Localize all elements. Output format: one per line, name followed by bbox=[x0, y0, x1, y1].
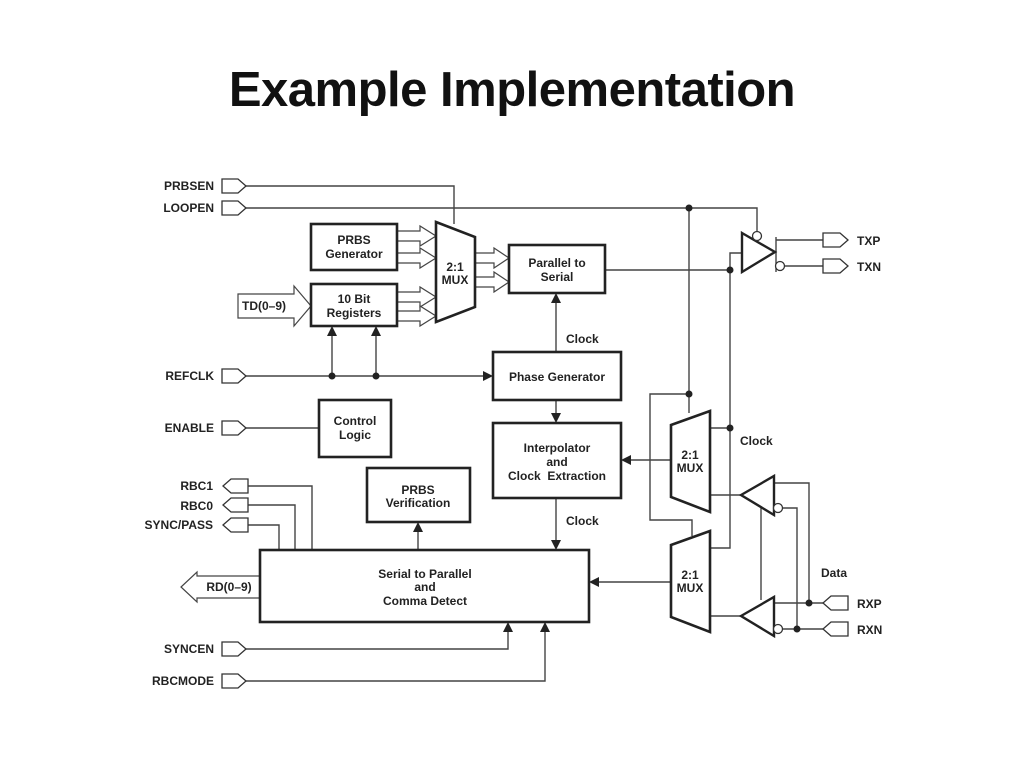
pin-rxp bbox=[822, 595, 849, 611]
pin-rbcmode bbox=[221, 673, 247, 689]
pin-loopen bbox=[221, 200, 247, 216]
clock-label: Clock bbox=[566, 332, 599, 346]
pin-syncen bbox=[221, 641, 247, 657]
data-mux bbox=[669, 529, 712, 634]
registers-block bbox=[309, 282, 399, 328]
prbs-ver-text: Verification bbox=[386, 496, 451, 510]
data-mux-text: 2:1 bbox=[681, 568, 699, 582]
pin-labels: PRBSEN LOOPEN TD(0–9) REFCLK ENABLE RBC1… bbox=[145, 179, 883, 688]
tx-mux bbox=[434, 220, 477, 324]
interp-text: Clock Extraction bbox=[508, 469, 606, 483]
slide-title: Example Implementation bbox=[228, 63, 796, 117]
data-label: Data bbox=[821, 566, 847, 580]
label-td: TD(0–9) bbox=[242, 299, 286, 313]
phase-generator-block bbox=[491, 350, 623, 402]
prbs-verification-block bbox=[365, 466, 472, 524]
bus-arrows bbox=[180, 224, 511, 604]
block-labels: PRBS Generator 10 Bit Registers 2:1 MUX … bbox=[325, 233, 847, 608]
clock-mux bbox=[669, 409, 712, 514]
label-loopen: LOOPEN bbox=[163, 201, 214, 215]
phase-gen-text: Phase Generator bbox=[509, 370, 605, 384]
label-syncen: SYNCEN bbox=[164, 642, 214, 656]
pin-rbc0 bbox=[222, 497, 249, 513]
rx-clock-receiver bbox=[738, 473, 776, 518]
control-logic-block bbox=[317, 398, 393, 459]
wires bbox=[245, 185, 823, 682]
pin-sync-pass bbox=[222, 517, 249, 533]
parallel-to-serial-block bbox=[507, 243, 607, 295]
label-prbsen: PRBSEN bbox=[164, 179, 214, 193]
pin-rbc1 bbox=[222, 478, 249, 494]
clock-label: Clock bbox=[740, 434, 773, 448]
label-rxn: RXN bbox=[857, 623, 882, 637]
rx-data-receiver bbox=[738, 594, 776, 639]
p2s-text: Parallel to bbox=[528, 256, 585, 270]
interp-text: Interpolator bbox=[524, 441, 591, 455]
label-rbc0: RBC0 bbox=[180, 499, 213, 513]
clock-mux-text: MUX bbox=[677, 461, 704, 475]
tx-mux-text: 2:1 bbox=[446, 260, 464, 274]
s2p-text: Serial to Parallel bbox=[378, 567, 471, 581]
label-sync-pass: SYNC/PASS bbox=[145, 518, 213, 532]
pin-shapes bbox=[221, 178, 849, 689]
tx-mux-text: MUX bbox=[442, 273, 469, 287]
data-mux-text: MUX bbox=[677, 581, 704, 595]
label-rbcmode: RBCMODE bbox=[152, 674, 214, 688]
pin-txn bbox=[822, 258, 849, 274]
prbs-gen-text: Generator bbox=[325, 247, 383, 261]
label-refclk: REFCLK bbox=[165, 369, 214, 383]
prbs-generator-block bbox=[309, 222, 399, 272]
label-enable: ENABLE bbox=[165, 421, 214, 435]
prbs-gen-text: PRBS bbox=[337, 233, 370, 247]
pin-txp bbox=[822, 232, 849, 248]
label-rbc1: RBC1 bbox=[180, 479, 213, 493]
arrowheads bbox=[327, 293, 631, 632]
pin-prbsen bbox=[221, 178, 247, 194]
control-text: Logic bbox=[339, 428, 371, 442]
pin-refclk bbox=[221, 368, 247, 384]
label-txn: TXN bbox=[857, 260, 881, 274]
blocks bbox=[258, 220, 786, 639]
tx-driver bbox=[740, 230, 778, 275]
junctions bbox=[328, 204, 813, 633]
clock-mux-text: 2:1 bbox=[681, 448, 699, 462]
s2p-text: and bbox=[414, 580, 435, 594]
label-rxp: RXP bbox=[857, 597, 882, 611]
registers-text: Registers bbox=[327, 306, 382, 320]
serial-to-parallel-block bbox=[258, 548, 591, 624]
clock-label: Clock bbox=[566, 514, 599, 528]
registers-text: 10 Bit bbox=[338, 292, 371, 306]
pin-enable bbox=[221, 420, 247, 436]
prbs-ver-text: PRBS bbox=[401, 483, 434, 497]
interp-text: and bbox=[546, 455, 567, 469]
label-txp: TXP bbox=[857, 234, 880, 248]
pin-rxn bbox=[822, 621, 849, 637]
control-text: Control bbox=[334, 414, 377, 428]
label-rd: RD(0–9) bbox=[206, 580, 251, 594]
s2p-text: Comma Detect bbox=[383, 594, 467, 608]
interpolator-block bbox=[491, 421, 623, 500]
p2s-text: Serial bbox=[541, 270, 574, 284]
